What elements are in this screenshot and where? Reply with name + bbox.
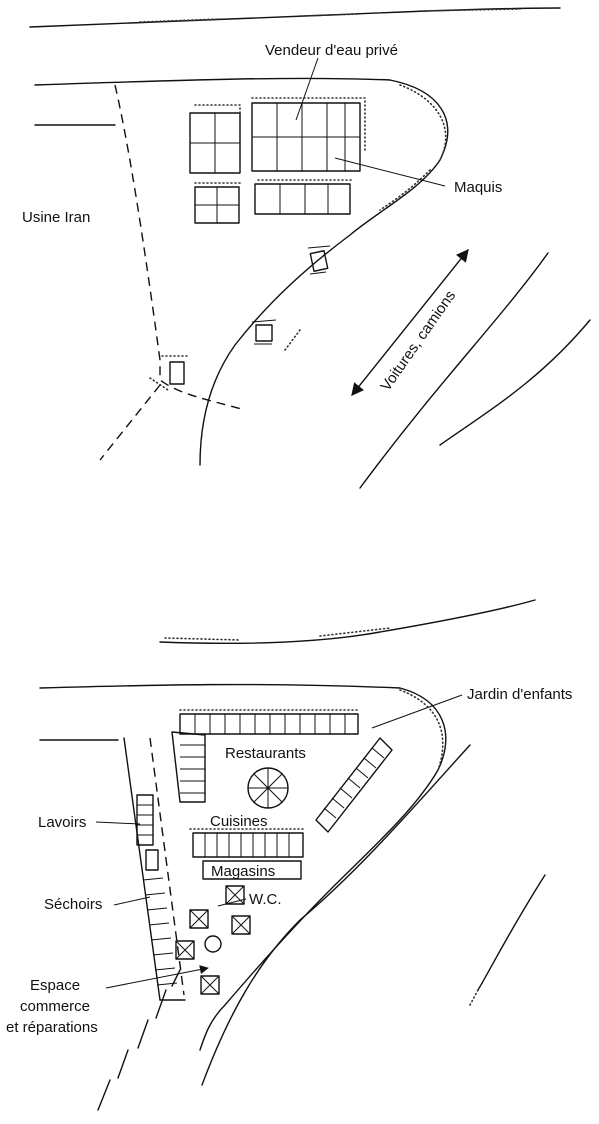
usine-label: Usine Iran xyxy=(22,209,90,226)
maquis-leader xyxy=(334,157,446,187)
corridor xyxy=(123,737,186,1001)
kiosk-sketch-2 xyxy=(251,319,277,345)
lavoirs-block xyxy=(136,794,159,871)
bottom-road-stipple xyxy=(164,627,391,641)
top-block-stipple xyxy=(284,84,447,351)
sechoirs-label: Séchoirs xyxy=(44,896,102,913)
maquis-stall-grid xyxy=(254,179,353,215)
wc-label: W.C. xyxy=(249,891,282,908)
magasins-box xyxy=(202,860,302,880)
kiosk-sketch-3 xyxy=(149,355,191,391)
jardin-leader xyxy=(371,694,463,729)
espace-label-line2: commerce xyxy=(20,998,90,1015)
restaurants-row xyxy=(179,709,361,735)
cuisines-label: Cuisines xyxy=(210,813,268,830)
top-road-edge xyxy=(29,7,561,28)
kiosk-sketch-1 xyxy=(307,245,331,275)
bottom-far-stipple xyxy=(469,989,479,1006)
left-stair-block xyxy=(171,731,206,803)
left-stall-grid-lower xyxy=(194,182,243,224)
restaurants-label: Restaurants xyxy=(225,745,306,762)
top-inner-path xyxy=(114,84,246,411)
traffic-arrow xyxy=(351,249,469,396)
bottom-far-road-1 xyxy=(201,744,471,1086)
vendeur-stall-grid xyxy=(251,97,366,172)
vendeur-leader xyxy=(295,57,319,121)
espace-label-line3: et réparations xyxy=(6,1019,98,1036)
left-stall-grid-upper xyxy=(189,104,241,174)
wc-leader xyxy=(217,898,247,907)
top-lower-path xyxy=(99,384,161,461)
sechoirs-ticks xyxy=(142,877,178,986)
top-plan: Vendeur d'eau privé Maquis Usine Iran Vo… xyxy=(22,7,591,489)
central-pavilion xyxy=(247,767,289,809)
bottom-block-boundary xyxy=(39,683,447,1051)
vendeur-label: Vendeur d'eau privé xyxy=(265,42,398,59)
bottom-top-road-edge xyxy=(159,599,536,644)
top-road-stipple xyxy=(139,8,521,23)
sechoirs-leader xyxy=(113,896,151,906)
espace-label-line1: Espace xyxy=(30,977,80,994)
cuisines-row xyxy=(189,828,306,858)
stall-cluster xyxy=(175,885,251,995)
magasins-label: Magasins xyxy=(211,863,275,880)
top-block-boundary xyxy=(34,77,449,466)
espace-leader xyxy=(105,965,209,989)
lavoirs-leader xyxy=(95,821,141,825)
jardin-label: Jardin d'enfants xyxy=(467,686,572,703)
bottom-far-road-2 xyxy=(477,874,546,991)
bottom-plan: Jardin d'enfants Restaurants Lavoirs Cui… xyxy=(6,599,572,1111)
bottom-block-stipple xyxy=(399,689,444,771)
maquis-label: Maquis xyxy=(454,179,502,196)
far-road-line-2 xyxy=(439,319,591,446)
lavoirs-label: Lavoirs xyxy=(38,814,86,831)
bottom-dashed-approach xyxy=(97,969,181,1111)
far-road-line-1 xyxy=(359,252,549,489)
jardin-block xyxy=(315,737,393,833)
